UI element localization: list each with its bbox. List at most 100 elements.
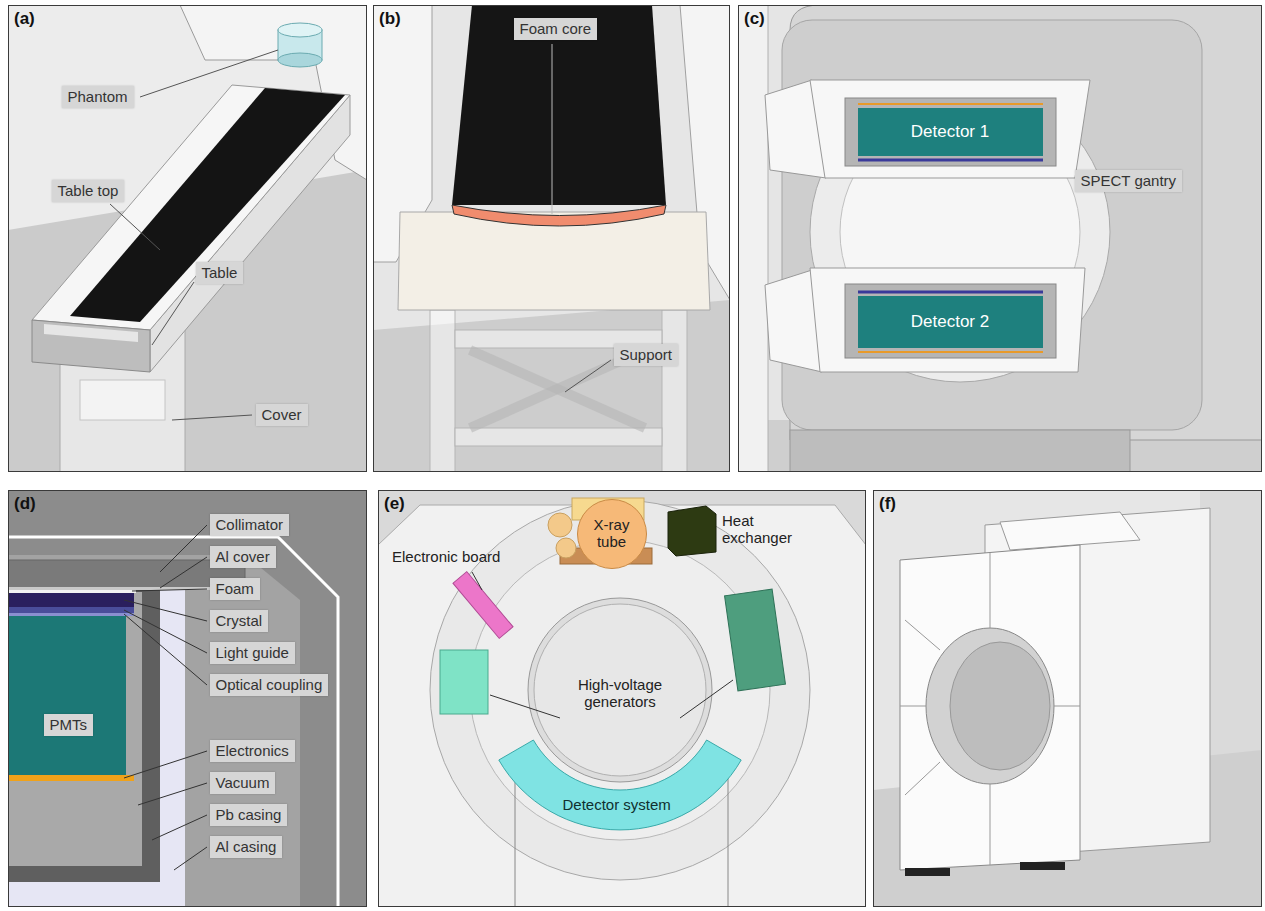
bore [528,598,712,782]
hv-generator [725,589,786,691]
bore-inner [950,642,1050,770]
detector-housing [810,268,1085,372]
part-name: Collimator [216,516,284,534]
part-name: Pb casing [216,806,282,824]
pmts [8,616,126,775]
leader-line [552,44,553,214]
part-callout: Pb casing [210,804,288,826]
leader-line [174,847,207,870]
part-name: Electronics [216,742,289,760]
table-top [70,88,345,322]
electronics-layer [858,103,1043,105]
part-callout: Collimator [210,514,290,536]
part-callout: Foam [210,578,260,600]
wall-element [738,5,768,472]
table-scene [8,5,367,472]
part-name: Detector 2 [911,312,989,332]
electronics-layer [858,351,1043,353]
crystal-layer [858,159,1043,162]
part-callout: Vacuum [210,772,276,794]
panel-letter: (e) [384,494,405,514]
part-callout: Al casing [210,836,283,858]
electronic-board-group [453,572,513,639]
figure-panel: (c) Detector 1 SPECT gantryDetector 2 [738,5,1262,472]
foam-core [452,205,666,226]
cover-panel [80,380,165,420]
panel-letter: (f) [879,494,896,514]
floor [373,300,730,472]
part-name: Vacuum [216,774,270,792]
electronics [8,775,134,781]
segment-line [905,762,940,795]
phantom-top [278,23,322,37]
part-name: Detector system [563,796,671,813]
panel-letter: (c) [744,9,765,29]
spect-scene [738,5,1262,472]
heat-exchanger [668,506,716,556]
hv-generator-group [725,589,786,691]
detector-frame [845,284,1056,358]
part-name: Detector 1 [911,122,989,142]
segment-line [1054,706,1080,707]
part-callout: Optical coupling [210,674,329,696]
part-callout: Support [614,344,679,366]
detector-section [8,490,367,907]
part-callout: SPECT gantry [1075,170,1183,192]
tube-part [556,538,576,558]
table-groove [44,324,138,342]
part-name: Optical coupling [216,676,323,694]
gantry-base [790,430,1130,472]
ct-gantry-scene [378,490,866,907]
leader-line [565,360,611,392]
figure-panel: (a)PhantomTable topTableCover [8,5,367,472]
pb-casing [8,590,160,882]
leader-line [472,572,482,590]
outline [8,537,338,907]
figure-panel: (d) Collimator Al coverFoamCrystalLight gu… [8,490,367,907]
scanner-scene [873,490,1262,907]
wall [8,5,367,472]
panel-letter: (d) [14,494,36,514]
part-name: Cover [262,406,302,424]
part-callout: Cover [256,404,308,426]
wall [738,5,1262,472]
panel-letter: (a) [14,9,35,29]
table-end [32,320,150,372]
gantry-cover [8,555,300,907]
part-callout: Light guide [210,642,295,664]
part-name: Crystal [216,612,263,630]
leader-line [110,204,160,250]
segment-line [905,620,940,650]
part-callout: Al cover [210,546,276,568]
part-name: Foam [216,580,254,598]
part-callout: Table [196,262,244,284]
leader-line [172,415,252,420]
part-callout: Table top [52,180,125,202]
table [32,85,350,330]
segment-line [990,784,991,865]
part-name: SPECT gantry [1081,172,1177,190]
part-name: Support [620,346,673,364]
leader-line [152,282,194,345]
leader-line [132,589,207,591]
component-label: High-voltage generators [560,676,680,711]
leader-line [160,557,207,588]
leader-line [124,751,207,778]
crystal [8,593,134,607]
leader-line [124,600,207,621]
part-name: Al cover [216,548,270,566]
part-name: Table top [58,182,119,200]
part-name: PMTs [50,716,88,734]
support-leg [430,310,455,472]
leader-line [490,695,560,718]
background [378,490,866,907]
foam [8,590,136,593]
table-top [452,5,666,205]
xray-tube-circle: X-ray tube [577,499,647,569]
part-callout: Electronics [210,740,295,762]
gantry-face [782,20,1202,430]
support-line [728,768,729,907]
detector-frame [845,98,1056,166]
